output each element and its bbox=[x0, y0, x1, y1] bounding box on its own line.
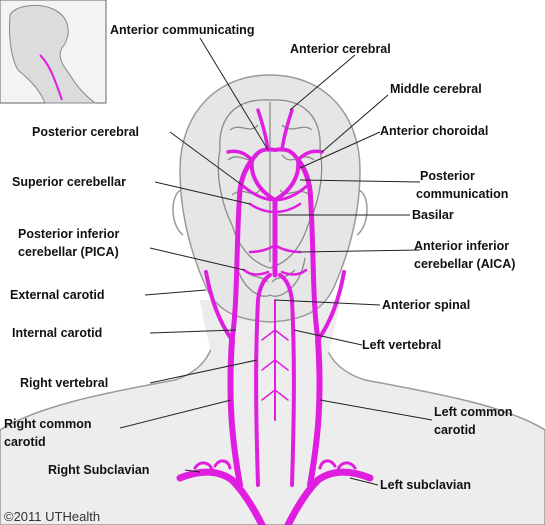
leader-middle-cerebral bbox=[321, 94, 389, 153]
label-anterior-cerebral: Anterior cerebral bbox=[290, 42, 391, 56]
label-anterior-spinal: Anterior spinal bbox=[382, 298, 470, 312]
left-subclavian-artery bbox=[284, 468, 374, 525]
spinal-branches bbox=[261, 329, 289, 401]
leader-right-common-carotid bbox=[119, 399, 232, 429]
label-aica-line2: cerebellar (AICA) bbox=[414, 257, 515, 271]
left-common-carotid-artery bbox=[307, 337, 323, 488]
leader-superior-cerebellar bbox=[154, 181, 251, 205]
leader-internal-carotid bbox=[149, 329, 237, 334]
right-vertebral-artery bbox=[254, 273, 272, 487]
label-right-subclavian: Right Subclavian bbox=[48, 463, 149, 477]
posterior-cerebral-arteries bbox=[240, 183, 310, 202]
label-right-common-carotid-line1: Right common bbox=[4, 417, 92, 431]
label-basilar: Basilar bbox=[412, 208, 454, 222]
label-posterior-cerebral: Posterior cerebral bbox=[32, 125, 139, 139]
leader-external-carotid bbox=[144, 289, 207, 296]
inset-head-icon bbox=[9, 4, 97, 104]
label-posterior-communication-line1: Posterior bbox=[420, 169, 475, 183]
right-ear bbox=[356, 189, 368, 236]
label-anterior-communicating: Anterior communicating bbox=[110, 23, 254, 37]
label-anterior-choroidal: Anterior choroidal bbox=[380, 124, 488, 138]
leader-aica bbox=[299, 249, 421, 253]
superior-cerebellar-arteries bbox=[248, 202, 302, 214]
label-left-common-carotid-line2: carotid bbox=[434, 423, 476, 437]
right-external-carotid-artery bbox=[204, 270, 234, 342]
label-pica-line2: cerebellar (PICA) bbox=[18, 245, 119, 259]
right-common-carotid-artery bbox=[227, 337, 243, 488]
left-internal-carotid-artery bbox=[295, 157, 321, 343]
leader-left-vertebral bbox=[293, 329, 363, 346]
label-pica-line1: Posterior inferior bbox=[18, 227, 120, 241]
right-middle-cerebral-artery bbox=[226, 149, 254, 162]
label-aica-line1: Anterior inferior bbox=[414, 239, 509, 253]
leader-left-subclavian bbox=[349, 477, 379, 486]
leader-right-vertebral bbox=[149, 359, 258, 384]
label-internal-carotid: Internal carotid bbox=[12, 326, 102, 340]
label-middle-cerebral: Middle cerebral bbox=[390, 82, 482, 96]
label-left-subclavian: Left subclavian bbox=[380, 478, 471, 492]
leader-anterior-choroidal bbox=[299, 131, 381, 169]
left-vertebral-artery bbox=[278, 273, 296, 487]
labels: Anterior communicating Anterior cerebral… bbox=[4, 23, 515, 492]
right-internal-carotid-artery bbox=[229, 157, 255, 343]
label-posterior-communication-line2: communication bbox=[416, 187, 508, 201]
label-superior-cerebellar: Superior cerebellar bbox=[12, 175, 126, 189]
label-external-carotid: External carotid bbox=[10, 288, 104, 302]
copyright-notice: ©2011 UTHealth bbox=[4, 509, 100, 524]
left-external-carotid-artery bbox=[316, 270, 346, 342]
leader-right-subclavian bbox=[184, 469, 201, 473]
leader-pica bbox=[149, 247, 245, 271]
left-middle-cerebral-artery bbox=[296, 149, 324, 162]
head-position-inset bbox=[0, 0, 107, 104]
leader-left-common-carotid bbox=[319, 399, 433, 421]
leader-posterior-cerebral bbox=[169, 131, 243, 186]
label-right-vertebral: Right vertebral bbox=[20, 376, 108, 390]
right-subclavian-artery bbox=[176, 468, 266, 525]
leader-anterior-communicating bbox=[199, 37, 269, 151]
pica-arteries bbox=[242, 268, 308, 276]
left-ear bbox=[172, 189, 184, 236]
leader-anterior-cerebral bbox=[289, 54, 356, 111]
label-right-common-carotid-line2: carotid bbox=[4, 435, 46, 449]
aica-arteries bbox=[248, 243, 302, 254]
subclavian-branches-left bbox=[318, 459, 357, 472]
label-left-vertebral: Left vertebral bbox=[362, 338, 441, 352]
subclavian-branches-right bbox=[193, 459, 232, 472]
inset-vessel-icon bbox=[39, 54, 63, 101]
leader-posterior-communication bbox=[299, 179, 421, 183]
arteries bbox=[176, 108, 374, 525]
label-left-common-carotid-line1: Left common bbox=[434, 405, 512, 419]
leader-anterior-spinal bbox=[274, 299, 381, 306]
cerebellum bbox=[234, 257, 306, 297]
leader-lines bbox=[119, 37, 433, 486]
anterior-cerebral-artery bbox=[256, 108, 294, 152]
